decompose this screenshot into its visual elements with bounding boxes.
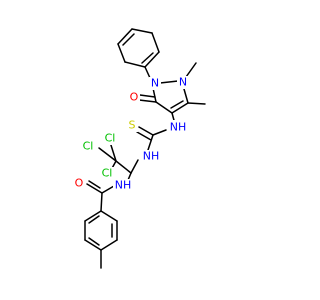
chlorine-label: Cl (102, 167, 113, 180)
bond (100, 239, 118, 251)
bond (152, 129, 167, 136)
atom-labels: N N O NH S NH Cl Cl Cl O NH (73, 76, 189, 192)
amine-label: NH (115, 179, 132, 192)
molecule-canvas: N N O NH S NH Cl Cl Cl O NH (73, 28, 206, 269)
bond (124, 61, 146, 68)
bond (117, 28, 133, 45)
bond-methyl (187, 102, 206, 105)
bond-amide-co (86, 183, 103, 194)
bond (155, 101, 173, 114)
bond (84, 210, 102, 222)
double-bond-inner (141, 52, 154, 64)
bond (84, 239, 102, 251)
amine-label: NH (170, 121, 187, 134)
bond (101, 185, 115, 194)
bond-cs-double (136, 131, 152, 141)
bond (144, 51, 160, 68)
bond-carbonyl (138, 99, 157, 103)
bond (131, 28, 153, 34)
chlorine-label: Cl (83, 140, 94, 153)
double-bond-inner (88, 237, 100, 246)
double-bond-inner (170, 100, 184, 109)
bond (171, 102, 189, 114)
bond (159, 80, 179, 84)
chlorine-label: Cl (105, 132, 116, 145)
bond (117, 43, 126, 63)
bond (151, 32, 160, 53)
pyrazolone-ring (152, 80, 189, 114)
bond-carbonyl-double (139, 94, 156, 98)
bond-methyl (185, 62, 197, 78)
amine-label: NH (143, 150, 160, 163)
double-bond-inner (122, 33, 135, 46)
bond (152, 87, 157, 103)
phenyl-ring (117, 28, 160, 68)
bond (130, 159, 139, 174)
sulfur-label: S (129, 119, 136, 132)
bond-cl (109, 141, 117, 162)
oxygen-label: O (130, 91, 139, 104)
bond (183, 88, 189, 104)
tolyl-ring (84, 210, 118, 251)
nitrogen-label: N (151, 77, 159, 90)
structure-svg: N N O NH S NH Cl Cl Cl O NH (73, 28, 206, 269)
bond-amide-co-double (88, 180, 101, 189)
bond (100, 192, 103, 212)
bond-cs (138, 126, 154, 136)
nitrogen-label: N (179, 76, 187, 89)
double-bond-inner (88, 215, 100, 224)
bond (115, 160, 132, 174)
bond (147, 134, 154, 151)
oxygen-label: O (75, 177, 84, 190)
bond-cl (98, 147, 117, 162)
bond-phenyl-n (144, 66, 151, 79)
bond (100, 210, 118, 222)
